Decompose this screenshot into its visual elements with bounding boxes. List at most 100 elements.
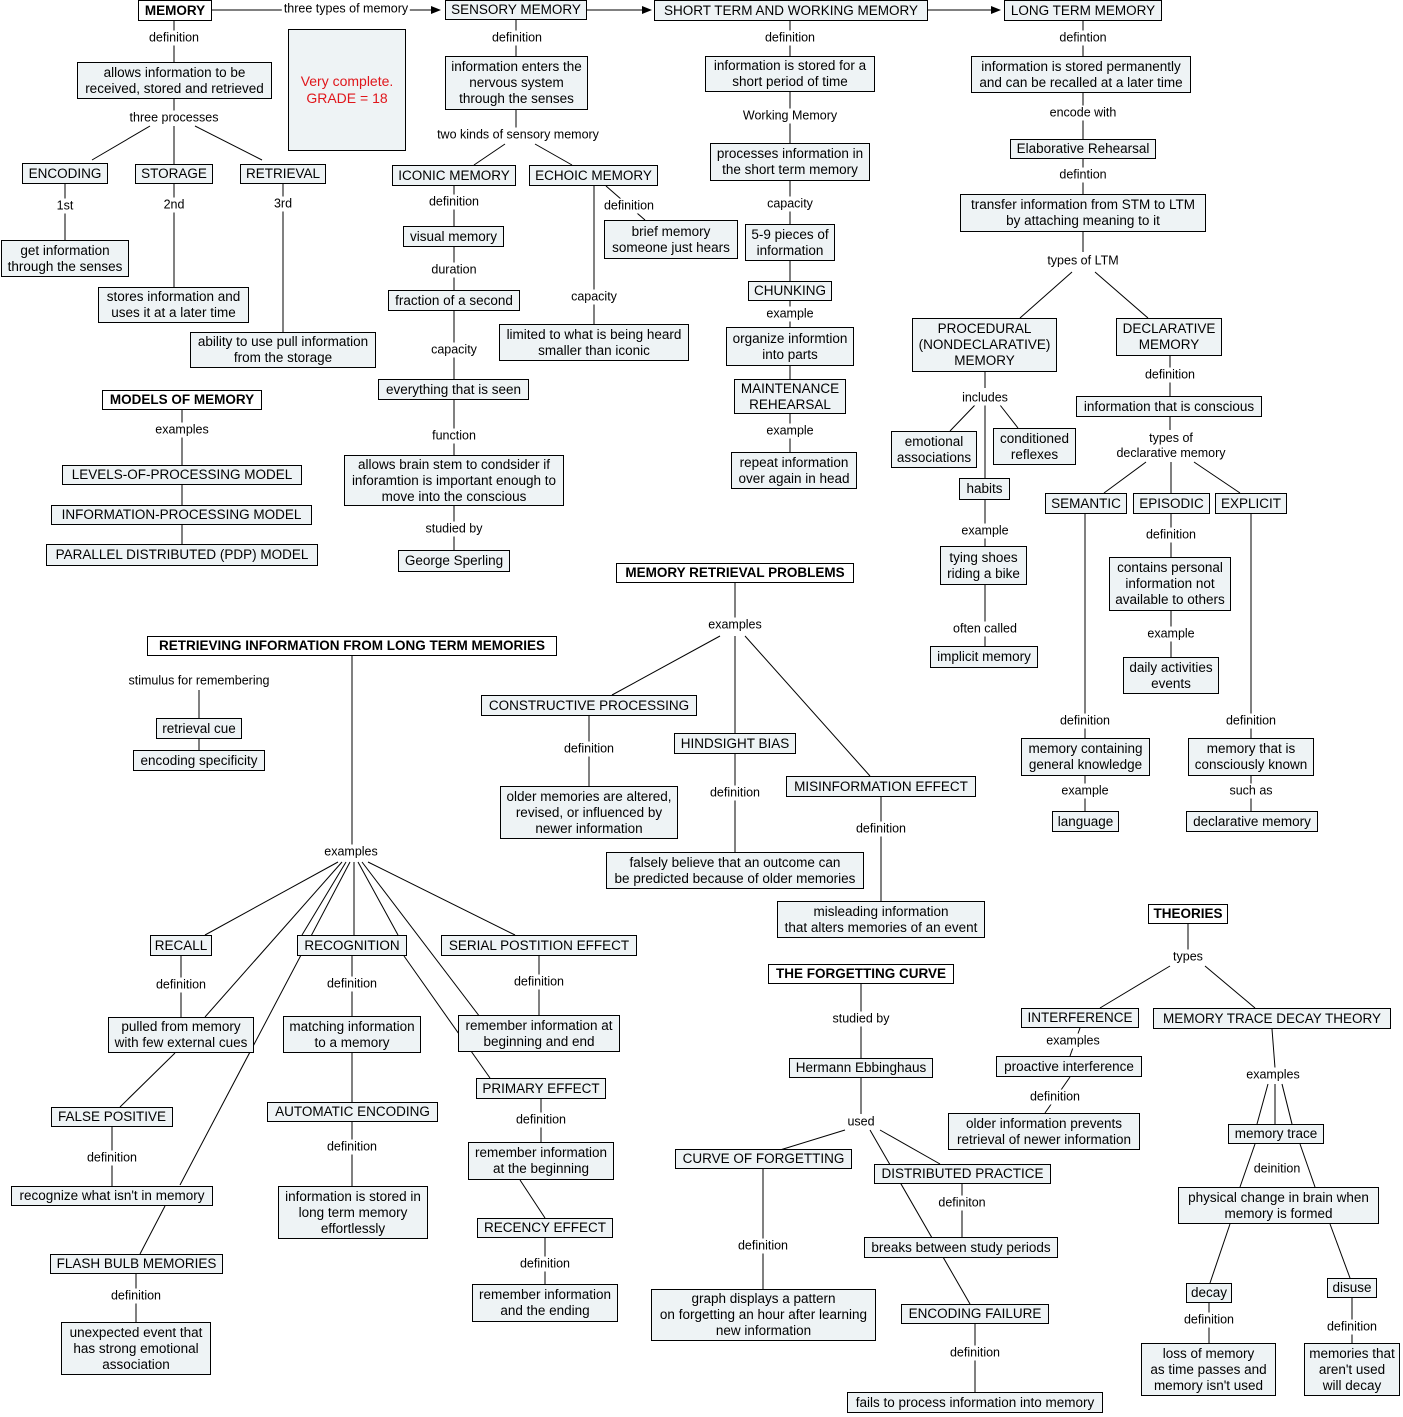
models-of-memory-node[interactable]: MODELS OF MEMORY — [102, 390, 262, 410]
levels-of-processing-node[interactable]: LEVELS-OF-PROCESSING MODEL — [62, 465, 302, 485]
older-prevents-node[interactable]: older information prevents retrieval of … — [948, 1113, 1140, 1150]
tying-shoes-node[interactable]: tying shoes riding a bike — [940, 546, 1027, 585]
beginning-end-node[interactable]: remember information at beginning and en… — [458, 1015, 620, 1052]
procedural-memory-node[interactable]: PROCEDURAL (NONDECLARATIVE) MEMORY — [912, 318, 1057, 372]
repeat-information-node[interactable]: repeat information over again in head — [731, 452, 857, 489]
general-knowledge-node[interactable]: memory containing general knowledge — [1021, 738, 1150, 776]
hindsight-bias-node[interactable]: HINDSIGHT BIAS — [674, 733, 796, 754]
storage-desc-node[interactable]: stores information and uses it at a late… — [98, 287, 249, 323]
pdp-model-node[interactable]: PARALLEL DISTRIBUTED (PDP) MODEL — [46, 544, 318, 566]
recognize-isnt-node[interactable]: recognize what isn't in memory — [11, 1186, 213, 1206]
personal-info-node[interactable]: contains personal information not availa… — [1109, 557, 1231, 611]
george-sperling-node[interactable]: George Sperling — [398, 550, 510, 572]
automatic-encoding-node[interactable]: AUTOMATIC ENCODING — [267, 1102, 438, 1122]
iconic-memory-node[interactable]: ICONIC MEMORY — [392, 165, 516, 186]
retrieval-problems-node[interactable]: MEMORY RETRIEVAL PROBLEMS — [616, 563, 854, 583]
working-memory-node[interactable]: processes information in the short term … — [710, 143, 870, 181]
older-altered-node[interactable]: older memories are altered, revised, or … — [500, 786, 678, 839]
decay-theory-node[interactable]: MEMORY TRACE DECAY THEORY — [1153, 1008, 1391, 1029]
decay-node[interactable]: decay — [1186, 1283, 1232, 1303]
organize-info-node[interactable]: organize informtion into parts — [726, 327, 854, 366]
explicit-node[interactable]: EXPLICIT — [1215, 493, 1287, 514]
sensory-memory-node[interactable]: SENSORY MEMORY — [445, 0, 587, 20]
curve-of-forgetting-node[interactable]: CURVE OF FORGETTING — [675, 1149, 852, 1169]
retrieval-node[interactable]: RETRIEVAL — [240, 164, 326, 184]
loss-of-memory-node[interactable]: loss of memory as time passes and memory… — [1141, 1343, 1276, 1396]
encoding-specificity-node[interactable]: encoding specificity — [133, 750, 265, 771]
brief-memory-node[interactable]: brief memory someone just hears — [604, 220, 738, 259]
disuse-node[interactable]: disuse — [1327, 1278, 1377, 1298]
recognition-node[interactable]: RECOGNITION — [297, 935, 407, 956]
retrieval-cue-node[interactable]: retrieval cue — [156, 718, 242, 739]
info-conscious-node[interactable]: information that is conscious — [1076, 396, 1262, 417]
declarative-memory-node[interactable]: DECLARATIVE MEMORY — [1116, 318, 1222, 356]
at-beginning-node[interactable]: remember information at the beginning — [468, 1142, 614, 1180]
echoic-memory-node[interactable]: ECHOIC MEMORY — [529, 165, 658, 186]
short-term-memory-node[interactable]: SHORT TERM AND WORKING MEMORY — [654, 0, 928, 21]
ebbinghaus-node[interactable]: Hermann Ebbinghaus — [789, 1058, 933, 1078]
episodic-node[interactable]: EPISODIC — [1133, 493, 1210, 514]
stm-definition-node[interactable]: information is stored for a short period… — [705, 56, 875, 92]
pulled-from-memory-node[interactable]: pulled from memory with few external cue… — [108, 1017, 254, 1053]
memory-root-node[interactable]: MEMORY — [138, 0, 212, 21]
serial-position-node[interactable]: SERIAL POSTITION EFFECT — [441, 935, 637, 956]
emotional-associations-node[interactable]: emotional associations — [891, 431, 977, 468]
elaborative-def-node[interactable]: transfer information from STM to LTM by … — [960, 194, 1206, 232]
chunking-node[interactable]: CHUNKING — [748, 281, 832, 301]
proactive-interference-node[interactable]: proactive interference — [996, 1056, 1142, 1077]
memory-trace-node[interactable]: memory trace — [1228, 1124, 1324, 1144]
false-positive-node[interactable]: FALSE POSITIVE — [51, 1107, 173, 1127]
link-distributed-definition: definiton — [936, 1195, 988, 1211]
falsely-believe-node[interactable]: falsely believe that an outcome can be p… — [606, 852, 864, 889]
information-processing-node[interactable]: INFORMATION-PROCESSING MODEL — [51, 505, 312, 525]
language-node[interactable]: language — [1052, 811, 1119, 832]
conditioned-reflexes-node[interactable]: conditioned reflexes — [993, 428, 1076, 465]
link-used: used — [845, 1114, 877, 1130]
constructive-processing-node[interactable]: CONSTRUCTIVE PROCESSING — [481, 695, 697, 716]
recency-effect-node[interactable]: RECENCY EFFECT — [477, 1218, 613, 1238]
fraction-of-second-node[interactable]: fraction of a second — [388, 290, 520, 311]
the-ending-node[interactable]: remember information and the ending — [472, 1284, 618, 1322]
retrieval-desc-node[interactable]: ability to use pull information from the… — [190, 332, 376, 368]
theories-node[interactable]: THEORIES — [1148, 904, 1228, 924]
implicit-memory-node[interactable]: implicit memory — [930, 646, 1038, 668]
matching-info-node[interactable]: matching information to a memory — [283, 1016, 421, 1053]
breaks-study-node[interactable]: breaks between study periods — [864, 1237, 1058, 1258]
arent-used-node[interactable]: memories that aren't used will decay — [1304, 1343, 1400, 1396]
habits-node[interactable]: habits — [959, 478, 1010, 500]
encoding-desc-node[interactable]: get information through the senses — [1, 240, 129, 277]
sensory-definition-node[interactable]: information enters the nervous system th… — [445, 56, 588, 110]
everything-seen-node[interactable]: everything that is seen — [378, 379, 529, 400]
recall-node[interactable]: RECALL — [150, 935, 212, 956]
long-term-memory-node[interactable]: LONG TERM MEMORY — [1004, 0, 1162, 21]
retrieving-info-node[interactable]: RETRIEVING INFORMATION FROM LONG TERM ME… — [147, 636, 557, 656]
memory-definition-node[interactable]: allows information to be received, store… — [77, 62, 272, 99]
misinformation-effect-node[interactable]: MISINFORMATION EFFECT — [786, 776, 976, 797]
encoding-node[interactable]: ENCODING — [22, 163, 108, 184]
limited-heard-node[interactable]: limited to what is being heard smaller t… — [499, 324, 689, 361]
declarative-memory-example-node[interactable]: declarative memory — [1186, 811, 1318, 832]
semantic-node[interactable]: SEMANTIC — [1045, 493, 1127, 514]
misleading-info-node[interactable]: misleading information that alters memor… — [777, 901, 985, 938]
physical-change-node[interactable]: physical change in brain when memory is … — [1178, 1187, 1379, 1224]
storage-node[interactable]: STORAGE — [135, 164, 213, 184]
forgetting-curve-node[interactable]: THE FORGETTING CURVE — [768, 964, 954, 984]
daily-activities-node[interactable]: daily activities events — [1123, 657, 1219, 694]
encoding-failure-node[interactable]: ENCODING FAILURE — [901, 1304, 1049, 1324]
five-nine-pieces-node[interactable]: 5-9 pieces of information — [745, 224, 835, 261]
elaborative-rehearsal-node[interactable]: Elaborative Rehearsal — [1010, 139, 1156, 159]
consciously-known-node[interactable]: memory that is consciously known — [1188, 738, 1314, 776]
link-primary-definition: definition — [513, 1112, 569, 1128]
unexpected-event-node[interactable]: unexpected event that has strong emotion… — [61, 1322, 211, 1375]
primary-effect-node[interactable]: PRIMARY EFFECT — [476, 1078, 606, 1099]
stored-effortlessly-node[interactable]: information is stored in long term memor… — [278, 1186, 428, 1239]
distributed-practice-node[interactable]: DISTRIBUTED PRACTICE — [874, 1164, 1051, 1184]
maintenance-rehearsal-node[interactable]: MAINTENANCE REHEARSAL — [734, 379, 846, 414]
ltm-definition-node[interactable]: information is stored permanently and ca… — [971, 56, 1191, 93]
fails-to-process-node[interactable]: fails to process information into memory — [847, 1392, 1103, 1413]
flash-bulb-node[interactable]: FLASH BULB MEMORIES — [50, 1254, 223, 1274]
interference-node[interactable]: INTERFERENCE — [1021, 1008, 1139, 1028]
visual-memory-node[interactable]: visual memory — [403, 226, 504, 247]
graph-pattern-node[interactable]: graph displays a pattern on forgetting a… — [651, 1289, 876, 1341]
brain-stem-node[interactable]: allows brain stem to condsider if infora… — [344, 455, 564, 506]
